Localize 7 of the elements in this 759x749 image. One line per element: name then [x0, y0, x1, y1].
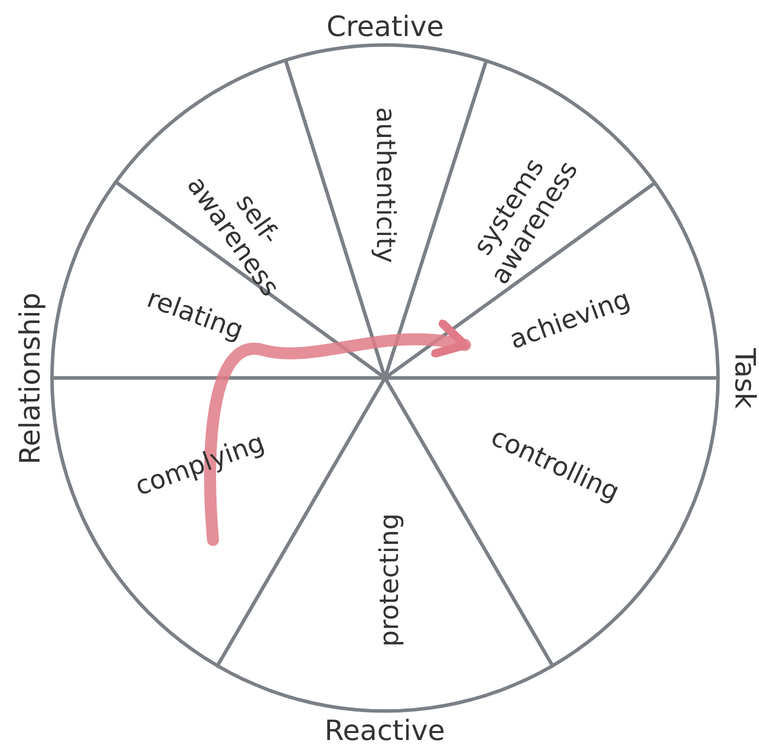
axis-label: Task: [728, 348, 759, 408]
axis-label: Relationship: [13, 292, 46, 464]
arrow: [204, 320, 471, 546]
axis-label: Reactive: [324, 714, 446, 746]
sector-label: protecting: [375, 480, 405, 680]
axis-label: Creative: [326, 10, 444, 42]
sector-label: authenticity: [370, 70, 400, 300]
